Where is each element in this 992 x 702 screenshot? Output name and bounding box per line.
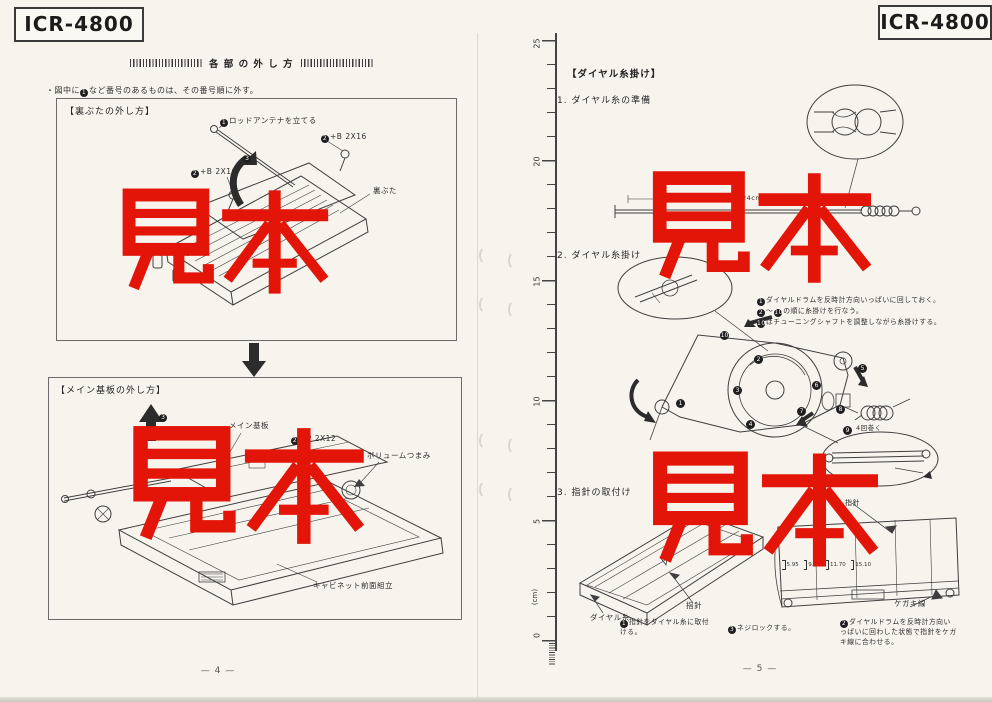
dial-cord-label: ダイヤル糸 [590, 613, 630, 622]
seq-badge: 3 [733, 386, 742, 395]
hatch-bar-left [130, 59, 202, 67]
page-number-5: — 5 — [742, 664, 778, 674]
dial-cord-diagram [614, 195, 921, 218]
ruler-unit-label: (cm) [531, 588, 539, 606]
ruler-label-15: 15 [532, 276, 542, 287]
seq-badge: 7 [797, 407, 806, 416]
screw-right-label: 2+B 2X16 [321, 132, 367, 143]
binder-hole-shadow [508, 485, 523, 504]
binder-hole-shadow [479, 246, 494, 265]
binder-hole-shadow [479, 431, 494, 450]
screw-label: 2+P 2X12 [291, 434, 337, 445]
main-board-removal-panel: 【メイン基板の外し方】 [48, 377, 462, 620]
cord-routing-diagram [617, 256, 939, 487]
cabinet-front-label: キャビネット前面組立 [313, 581, 393, 590]
screw-left-label: 2+B 2X16 [191, 167, 237, 178]
step2-title: 2. ダイヤル糸掛け [557, 251, 642, 261]
binder-hole-shadow [508, 436, 523, 455]
ruler-label-10: 10 [532, 396, 542, 407]
step1-title: 1. ダイヤル糸の準備 [557, 96, 652, 106]
frequency-markers: 5.95 9.50 11.70 15.10 [782, 560, 876, 570]
ruler-label-5: 5 [532, 518, 542, 525]
binder-hole-shadow [479, 295, 494, 314]
volume-knob-label: ボリュームつまみ [367, 451, 431, 460]
binder-hole-shadow [508, 251, 523, 270]
step-3-badge: 3 [159, 414, 167, 422]
binder-hole-shadow [508, 300, 523, 319]
cord-length-label: 24cm [742, 194, 763, 202]
back-cover-panel-title: 【裏ぶたの外し方】 [65, 107, 156, 117]
hatch-bar-right [300, 59, 373, 67]
pointer-label: 指針 [686, 601, 702, 610]
seq-badge: 9 [843, 426, 852, 435]
cm-ruler: 25 20 15 10 5 0 (cm) [531, 33, 558, 667]
seq-badge: 6 [812, 381, 821, 390]
main-board-panel-title: 【メイン基板の外し方】 [56, 386, 167, 396]
step-1-badge: 1 [80, 89, 88, 97]
seq-badge: 10 [720, 331, 729, 340]
seq-badge: 2 [754, 355, 763, 364]
dial-cord-section-title: 【ダイヤル糸掛け】 [567, 69, 662, 80]
ruler-label-0: 0 [532, 632, 542, 639]
step3-title: 3. 指針の取付け [557, 488, 632, 498]
main-board-label: メイン基板 [229, 421, 269, 430]
scribe-line-label: ケガキ線 [894, 599, 926, 608]
page-title: 各 部 の 外 し 方 [209, 59, 294, 70]
back-cover-removal-panel: 【裏ぶたの外し方】 [56, 98, 457, 341]
back-cover-diagram [152, 122, 371, 306]
ruler-label-25: 25 [532, 38, 542, 49]
seq-badge: 1 [676, 399, 685, 408]
scan-edge [0, 697, 992, 702]
dial-scale-diagram [774, 502, 960, 608]
ruler-label-20: 20 [532, 156, 542, 167]
down-arrow [242, 343, 266, 377]
seq-badge: 4 [746, 420, 755, 429]
main-board-diagram [61, 404, 444, 606]
section-header: 各 部 の 外 し 方 [130, 56, 398, 70]
seq-badge: 8 [836, 405, 845, 414]
seq-badge: 5 [858, 364, 867, 373]
step-3-badge: 3 [243, 155, 251, 163]
model-number-box-right: ICR-4800 [878, 5, 992, 40]
coil-note: 4回巻く [856, 424, 882, 432]
pointer-label-2: 指針 [845, 499, 860, 507]
back-cover-label: 裏ぶた [373, 186, 397, 195]
model-number-box-left: ICR-4800 [14, 7, 144, 42]
binder-hole-shadow [479, 480, 494, 499]
page-number-4: — 4 — [200, 666, 236, 676]
page-seam [477, 33, 478, 700]
